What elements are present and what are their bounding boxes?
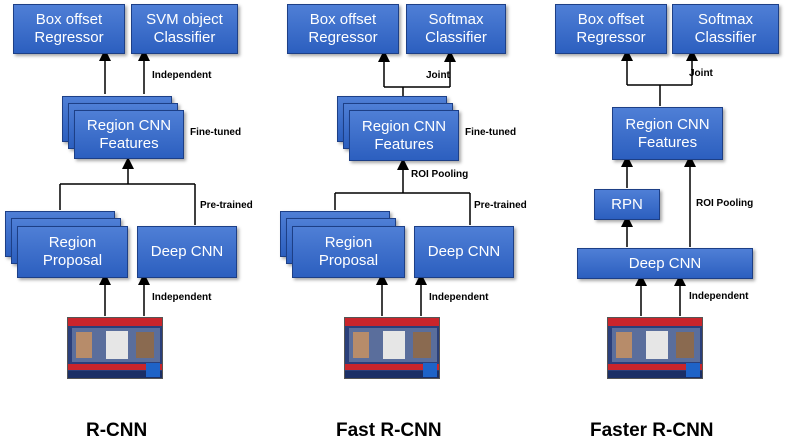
faster-deep-cnn: Deep CNN	[577, 248, 753, 279]
fast-label-independent: Independent	[429, 292, 489, 303]
rcnn-region-proposal: Region Proposal	[17, 226, 128, 278]
fast-label-pretrained: Pre-trained	[474, 200, 527, 211]
faster-label-roi-pooling: ROI Pooling	[696, 198, 754, 209]
rcnn-label-finetuned: Fine-tuned	[190, 127, 242, 138]
fast-softmax-classifier: Softmax Classifier	[406, 4, 506, 54]
fast-title: Fast R-CNN	[336, 420, 442, 441]
faster-box-offset-regressor: Box offset Regressor	[555, 4, 667, 54]
fast-region-cnn-features: Region CNN Features	[349, 110, 459, 161]
fast-deep-cnn: Deep CNN	[414, 226, 514, 278]
fast-label-finetuned: Fine-tuned	[465, 127, 517, 138]
faster-region-cnn-features: Region CNN Features	[612, 107, 723, 160]
faster-rpn: RPN	[594, 189, 660, 220]
faster-label-independent: Independent	[689, 291, 749, 302]
fast-region-proposal: Region Proposal	[292, 226, 405, 278]
rcnn-label-independent-bottom: Independent	[152, 292, 212, 303]
rcnn-input-image	[67, 317, 163, 379]
fast-box-offset-regressor: Box offset Regressor	[287, 4, 399, 54]
rcnn-region-cnn-features: Region CNN Features	[74, 110, 184, 159]
rcnn-label-pretrained: Pre-trained	[200, 200, 253, 211]
faster-input-image	[607, 317, 703, 379]
fast-input-image	[344, 317, 440, 379]
fast-label-joint: Joint	[426, 70, 450, 81]
fast-label-roi-pooling: ROI Pooling	[411, 169, 469, 180]
faster-title: Faster R-CNN	[590, 420, 714, 441]
rcnn-svm-classifier: SVM object Classifier	[131, 4, 238, 54]
rcnn-label-independent-top: Independent	[152, 70, 212, 81]
rcnn-deep-cnn: Deep CNN	[137, 226, 237, 278]
faster-softmax-classifier: Softmax Classifier	[672, 4, 779, 54]
rcnn-box-offset-regressor: Box offset Regressor	[13, 4, 125, 54]
faster-label-joint: Joint	[689, 68, 713, 79]
rcnn-title: R-CNN	[86, 420, 148, 441]
